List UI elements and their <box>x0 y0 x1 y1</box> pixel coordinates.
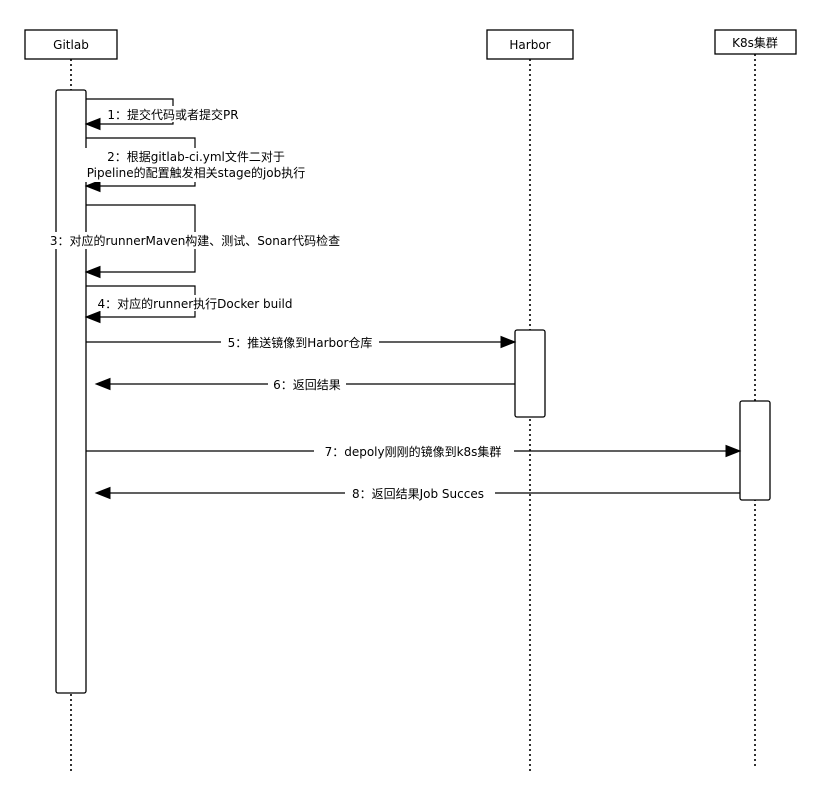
participant-harbor-label: Harbor <box>509 38 550 52</box>
participant-gitlab-box <box>24 29 118 60</box>
message-8: 8：返回结果Job Succes <box>94 485 740 501</box>
message-3: 3：对应的runnerMaven构建、测试、Sonar代码检查 <box>40 204 352 279</box>
message-5-arrowhead <box>500 335 517 349</box>
activation-harbor <box>514 329 546 418</box>
participant-k8s-box <box>714 29 797 55</box>
participant-k8s-label: K8s集群 <box>732 35 778 50</box>
message-3-label: 3：对应的runnerMaven构建、测试、Sonar代码检查 <box>50 233 340 248</box>
message-7-arrowhead <box>725 444 742 458</box>
message-4: 4：对应的runner执行Docker build <box>84 285 300 324</box>
message-4-label: 4：对应的runner执行Docker build <box>97 296 292 311</box>
message-2-arrowhead <box>84 179 101 193</box>
message-8-label: 8：返回结果Job Succes <box>352 487 484 501</box>
activation-k8s <box>739 400 771 501</box>
message-6-arrowhead <box>94 377 111 391</box>
participant-gitlab[interactable]: Gitlab <box>24 29 118 60</box>
message-6: 6：返回结果 <box>94 376 515 392</box>
message-7: 7：depoly刚刚的镜像到k8s集群 <box>86 443 742 459</box>
message-7-label: 7：depoly刚刚的镜像到k8s集群 <box>325 444 502 459</box>
message-8-arrowhead <box>94 486 111 500</box>
message-5-label: 5：推送镜像到Harbor仓库 <box>228 335 373 350</box>
message-1-arrowhead <box>84 117 101 131</box>
message-1: 1：提交代码或者提交PR <box>84 98 244 131</box>
message-1-label: 1：提交代码或者提交PR <box>107 107 238 122</box>
message-2-label-line-2: Pipeline的配置触发相关stage的job执行 <box>87 165 306 180</box>
message-2-label-line-1: 2：根据gitlab-ci.yml文件二对于 <box>107 149 285 164</box>
participant-harbor[interactable]: Harbor <box>486 29 574 60</box>
participant-k8s[interactable]: K8s集群 <box>714 29 797 55</box>
message-5: 5：推送镜像到Harbor仓库 <box>86 334 517 350</box>
participant-gitlab-label: Gitlab <box>53 38 89 52</box>
message-4-arrowhead <box>84 310 101 324</box>
message-2: 2：根据gitlab-ci.yml文件二对于 Pipeline的配置触发相关st… <box>80 137 312 193</box>
message-3-arrowhead <box>84 265 101 279</box>
participant-harbor-box <box>486 29 574 60</box>
message-6-label: 6：返回结果 <box>273 378 341 392</box>
